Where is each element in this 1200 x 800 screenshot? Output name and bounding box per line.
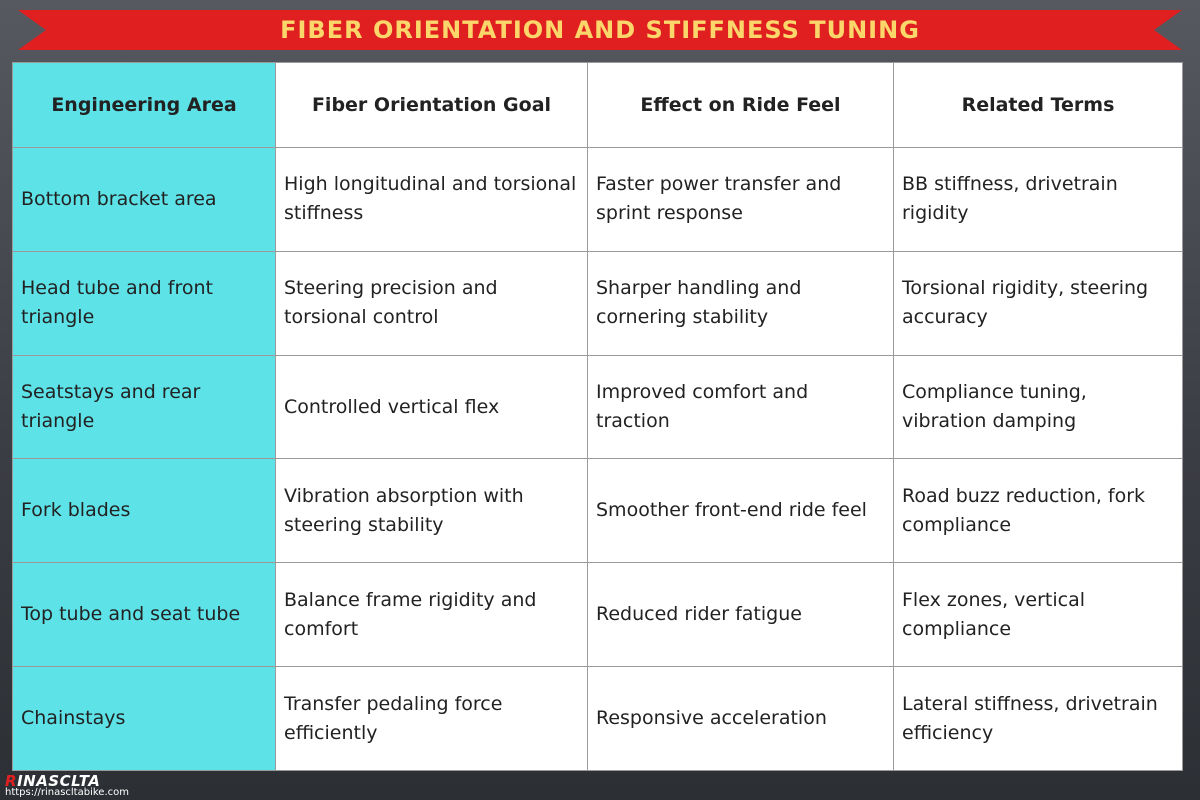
cell-fiber-orientation-goal: Steering precision and torsional control bbox=[275, 250, 588, 356]
cell-related-terms: Flex zones, vertical compliance bbox=[893, 562, 1183, 668]
cell-fiber-orientation-goal: Transfer pedaling force efficiently bbox=[275, 666, 588, 771]
brand-logo: RINASCLTA bbox=[5, 773, 100, 789]
table-row: Fork blades Vibration absorption with st… bbox=[12, 458, 1183, 564]
cell-fiber-orientation-goal: High longitudinal and torsional stiffnes… bbox=[275, 147, 588, 252]
cell-fiber-orientation-goal: Balance frame rigidity and comfort bbox=[275, 562, 588, 668]
brand-footer: RINASCLTA https://rinascltabike.com bbox=[3, 773, 243, 799]
cell-effect-on-ride-feel: Faster power transfer and sprint respons… bbox=[587, 147, 894, 252]
cell-effect-on-ride-feel: Smoother front-end ride feel bbox=[587, 458, 894, 564]
cell-engineering-area: Fork blades bbox=[12, 458, 276, 564]
brand-logo-initial: R bbox=[5, 772, 18, 790]
header-effect-on-ride-feel: Effect on Ride Feel bbox=[587, 62, 894, 148]
brand-logo-rest: INASCLTA bbox=[17, 772, 101, 790]
cell-related-terms: Road buzz reduction, fork compliance bbox=[893, 458, 1183, 564]
table-row: Top tube and seat tube Balance frame rig… bbox=[12, 562, 1183, 668]
page-title: FIBER ORIENTATION AND STIFFNESS TUNING bbox=[280, 16, 920, 44]
title-banner: FIBER ORIENTATION AND STIFFNESS TUNING bbox=[18, 10, 1182, 50]
cell-engineering-area: Bottom bracket area bbox=[12, 147, 276, 252]
brand-url[interactable]: https://rinascltabike.com bbox=[5, 787, 129, 798]
cell-fiber-orientation-goal: Controlled vertical flex bbox=[275, 354, 588, 460]
table-row: Bottom bracket area High longitudinal an… bbox=[12, 147, 1183, 252]
cell-related-terms: BB stiffness, drivetrain rigidity bbox=[893, 147, 1183, 252]
cell-effect-on-ride-feel: Sharper handling and cornering stability bbox=[587, 250, 894, 356]
cell-engineering-area: Head tube and front triangle bbox=[12, 250, 276, 356]
table-row: Seatstays and rear triangle Controlled v… bbox=[12, 354, 1183, 460]
table-header-row: Engineering Area Fiber Orientation Goal … bbox=[12, 62, 1183, 148]
cell-related-terms: Compliance tuning, vibration damping bbox=[893, 354, 1183, 460]
table-row: Chainstays Transfer pedaling force effic… bbox=[12, 666, 1183, 771]
cell-related-terms: Torsional rigidity, steering accuracy bbox=[893, 250, 1183, 356]
cell-engineering-area: Top tube and seat tube bbox=[12, 562, 276, 668]
cell-engineering-area: Seatstays and rear triangle bbox=[12, 354, 276, 460]
table-row: Head tube and front triangle Steering pr… bbox=[12, 250, 1183, 356]
cell-fiber-orientation-goal: Vibration absorption with steering stabi… bbox=[275, 458, 588, 564]
comparison-table-container: Engineering Area Fiber Orientation Goal … bbox=[12, 62, 1183, 771]
header-fiber-orientation-goal: Fiber Orientation Goal bbox=[275, 62, 588, 148]
cell-engineering-area: Chainstays bbox=[12, 666, 276, 771]
cell-effect-on-ride-feel: Responsive acceleration bbox=[587, 666, 894, 771]
cell-effect-on-ride-feel: Reduced rider fatigue bbox=[587, 562, 894, 668]
header-engineering-area: Engineering Area bbox=[12, 62, 276, 148]
comparison-table: Engineering Area Fiber Orientation Goal … bbox=[12, 62, 1183, 771]
header-related-terms: Related Terms bbox=[893, 62, 1183, 148]
cell-related-terms: Lateral stiffness, drivetrain efficiency bbox=[893, 666, 1183, 771]
cell-effect-on-ride-feel: Improved comfort and traction bbox=[587, 354, 894, 460]
